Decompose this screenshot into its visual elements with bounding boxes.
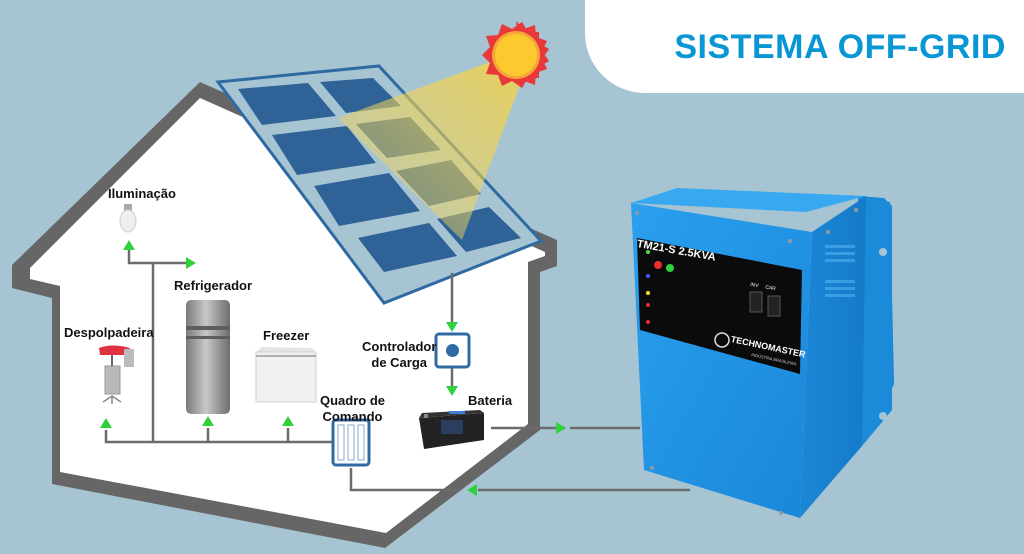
label-bateria: Bateria: [468, 393, 513, 408]
quadro-de-comando-icon: [331, 418, 371, 467]
label-quadro-de-comando: Quadro de Comando: [320, 393, 385, 425]
light-bulb-icon: [119, 204, 137, 233]
arrow-right-branch: [186, 257, 196, 269]
sunlight-beam: [338, 58, 530, 240]
arrow-up-freezer: [282, 416, 294, 426]
flow-arrows: [100, 240, 566, 496]
page-title: SISTEMA OFF-GRID: [674, 28, 1006, 66]
arrow-right-inverter: [556, 422, 566, 434]
label-quadro-line1: Quadro de: [320, 393, 386, 408]
switch-inv-label: INV: [749, 281, 759, 290]
label-controlador-line2: de Carga: [371, 355, 428, 370]
inverter-mounting-bracket: [858, 196, 892, 446]
refrigerador-icon: [186, 300, 230, 414]
arrow-left-return: [467, 484, 477, 496]
label-controlador-de-carga: Controlador de Carga: [362, 339, 436, 371]
label-iluminacao: Iluminação: [108, 186, 176, 201]
wiring: [104, 245, 690, 492]
label-refrigerador: Refrigerador: [174, 278, 253, 293]
label-quadro-line2: Comando: [322, 409, 383, 424]
controlador-de-carga-icon: [434, 332, 471, 369]
bateria-icon: [419, 410, 484, 449]
arrow-down-controlador: [446, 322, 458, 332]
arrow-up-despolpadeira: [100, 418, 112, 428]
inverter-front-panel: [637, 238, 802, 374]
arrow-up-refrigerador: [202, 416, 214, 426]
freezer-icon: [255, 347, 317, 403]
title-banner: SISTEMA OFF-GRID: [585, 0, 1024, 93]
sun-icon: [482, 21, 549, 88]
arrow-down-bateria: [446, 386, 458, 396]
inverter-side: [800, 196, 866, 518]
arrow-up-iluminacao: [123, 240, 135, 250]
despolpadeira-icon: [99, 345, 134, 404]
label-despolpadeira: Despolpadeira: [64, 325, 154, 340]
label-controlador-line1: Controlador: [362, 339, 437, 354]
label-freezer: Freezer: [263, 328, 310, 343]
inverter-top: [631, 188, 866, 212]
inverter-technomaster: [631, 188, 894, 518]
